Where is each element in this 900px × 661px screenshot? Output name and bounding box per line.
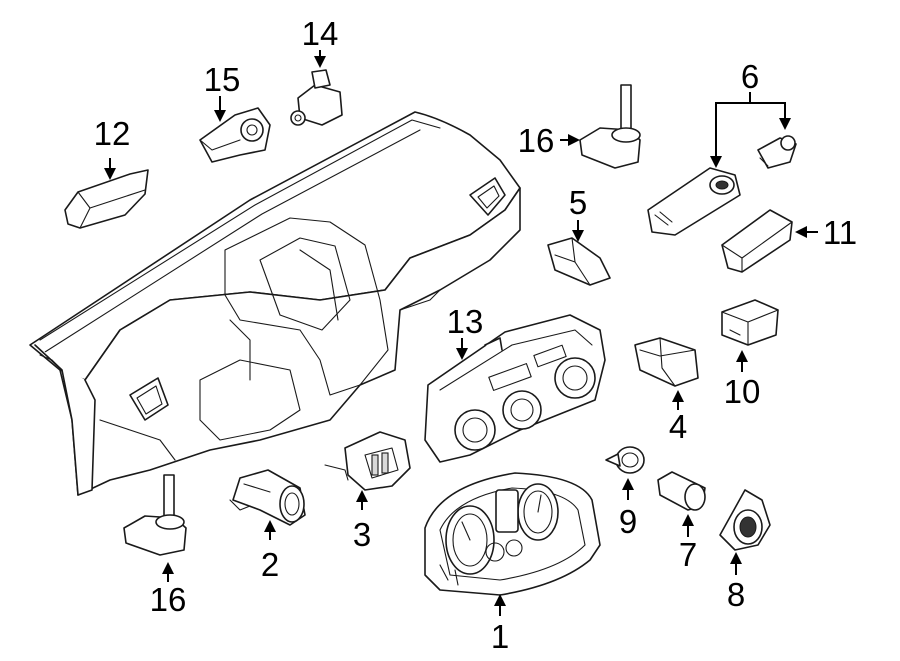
- callout-8: 8: [727, 576, 745, 613]
- callout-11: 11: [823, 214, 857, 251]
- ring-9: [605, 446, 645, 474]
- climate-control-unit: [424, 314, 606, 463]
- callout-16-lower: 16: [150, 581, 187, 618]
- callout-14: 14: [302, 15, 339, 52]
- dashboard-panel: [29, 111, 521, 496]
- callout-10: 10: [724, 373, 761, 410]
- sensor-14: [290, 69, 343, 126]
- callout-13: 13: [447, 303, 484, 340]
- sensor-16-upper: [579, 84, 641, 169]
- instrument-cluster: [424, 472, 601, 596]
- push-switch-5: [547, 237, 611, 286]
- callout-labels: 1 2 3 4 5 6 7 8 9 10 11 12 13 14 15 16 1…: [94, 15, 857, 655]
- push-switch-10: [721, 299, 779, 346]
- callout-3: 3: [353, 516, 371, 553]
- bracket-15: [199, 107, 271, 163]
- callout-15: 15: [204, 61, 241, 98]
- trim-bezel-8: [719, 489, 771, 551]
- leader-lines: [104, 50, 818, 616]
- callout-2: 2: [261, 546, 279, 583]
- callout-9: 9: [619, 503, 637, 540]
- switch-module: [324, 431, 411, 491]
- push-switch-4: [634, 337, 699, 387]
- callout-16-upper: 16: [518, 122, 555, 159]
- cover-11: [721, 209, 793, 273]
- callout-4: 4: [669, 408, 687, 445]
- callout-1: 1: [491, 618, 509, 655]
- bracket-12: [64, 169, 149, 229]
- callout-6: 6: [741, 58, 759, 95]
- callout-5: 5: [569, 184, 587, 221]
- switch-assembly-6: [647, 135, 797, 236]
- sensor-16-lower: [123, 474, 187, 556]
- headlight-switch: [229, 469, 306, 526]
- callout-7: 7: [679, 536, 697, 573]
- push-switch-7: [657, 471, 706, 511]
- callout-12: 12: [94, 115, 131, 152]
